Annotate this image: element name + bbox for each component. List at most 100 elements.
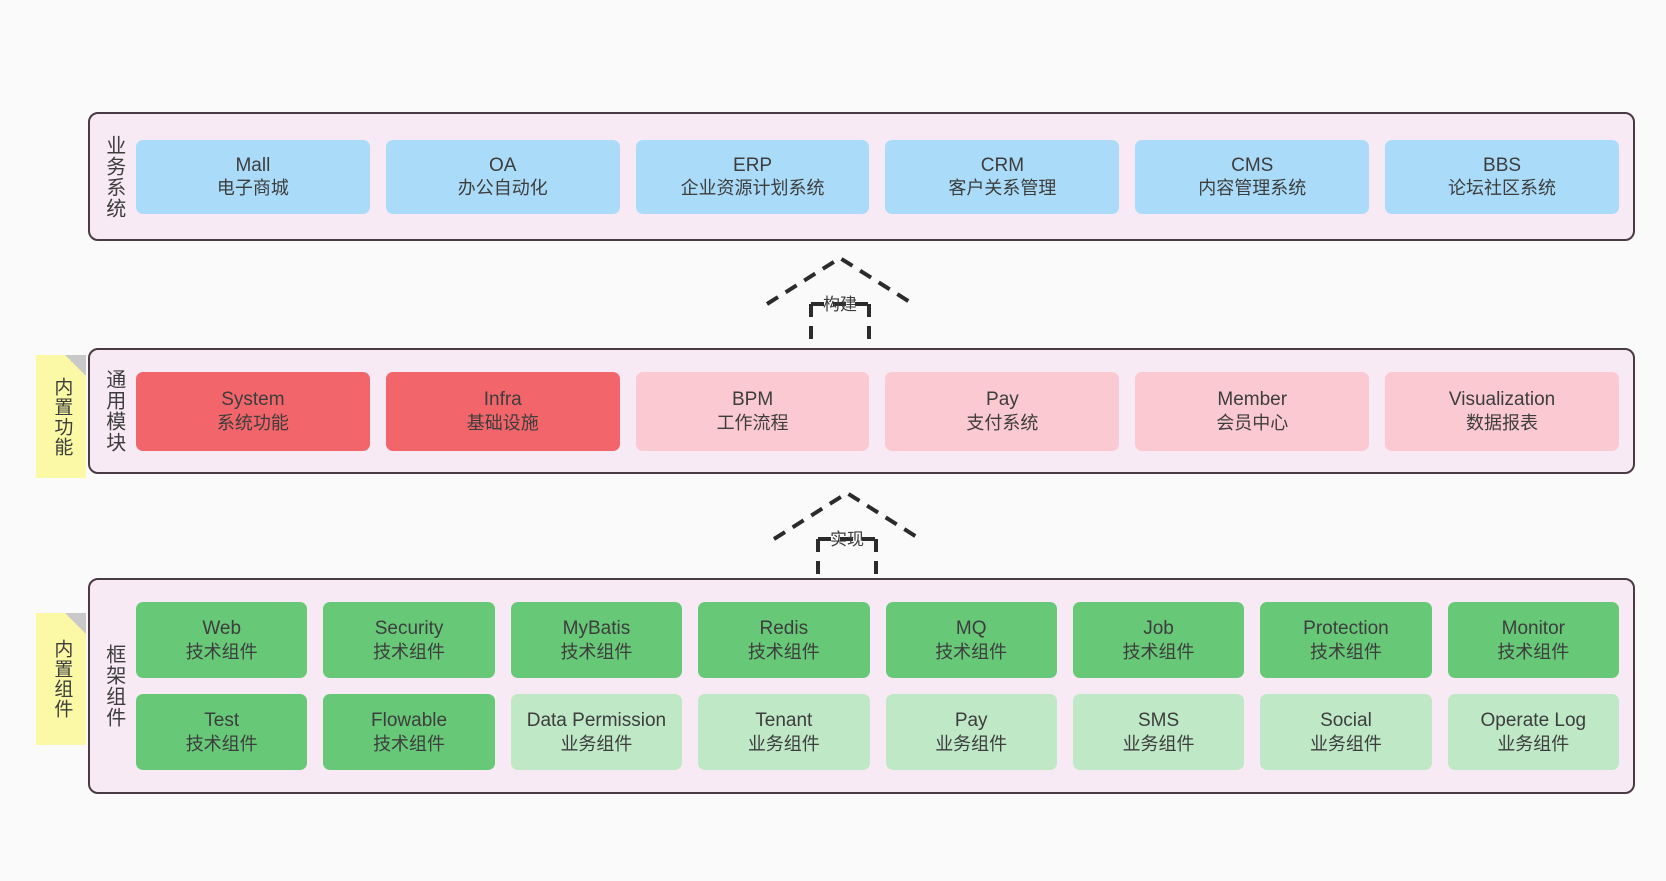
connector-implement: 实现 bbox=[762, 487, 932, 587]
card-system[interactable]: System 系统功能 bbox=[136, 371, 370, 451]
card-cms[interactable]: CMS 内容管理系统 bbox=[1135, 139, 1370, 214]
card-subtitle: 业务组件 bbox=[747, 733, 820, 754]
card-infra[interactable]: Infra 基础设施 bbox=[385, 371, 620, 451]
arrow-shaft-implement bbox=[816, 537, 878, 587]
card-subtitle: 业务组件 bbox=[1497, 733, 1570, 754]
card-subtitle: 技术组件 bbox=[747, 641, 820, 662]
card-subtitle: 企业资源计划系统 bbox=[680, 178, 825, 199]
card-tenant[interactable]: Tenant 业务组件 bbox=[698, 694, 870, 770]
card-subtitle: 系统功能 bbox=[216, 412, 289, 433]
sticky-note-builtin-features: 内置功能 bbox=[36, 355, 86, 478]
card-mall[interactable]: Mall 电子商城 bbox=[136, 139, 370, 214]
card-title: Infra bbox=[483, 389, 522, 411]
card-bpm[interactable]: BPM 工作流程 bbox=[635, 371, 870, 451]
arrow-shaft-build bbox=[809, 302, 871, 352]
card-subtitle: 技术组件 bbox=[1122, 641, 1195, 662]
card-subtitle: 内容管理系统 bbox=[1198, 178, 1307, 199]
card-title: Social bbox=[1320, 710, 1372, 732]
card-title: MQ bbox=[955, 618, 987, 640]
card-row: Web 技术组件 Security 技术组件 MyBatis 技术组件 Redi… bbox=[136, 602, 1619, 678]
card-subtitle: 技术组件 bbox=[1497, 641, 1570, 662]
card-pay-component[interactable]: Pay 业务组件 bbox=[885, 694, 1057, 770]
card-flowable[interactable]: Flowable 技术组件 bbox=[323, 694, 495, 770]
card-subtitle: 技术组件 bbox=[373, 641, 446, 662]
card-title: Pay bbox=[986, 389, 1019, 411]
arrowhead-build bbox=[765, 255, 915, 306]
card-monitor[interactable]: Monitor 技术组件 bbox=[1447, 602, 1619, 678]
card-subtitle: 技术组件 bbox=[373, 733, 446, 754]
card-title: BBS bbox=[1483, 154, 1522, 176]
page-fold-icon bbox=[65, 613, 86, 634]
card-title: Data Permission bbox=[526, 710, 667, 732]
card-title: Job bbox=[1143, 618, 1174, 640]
connector-label-implement: 实现 bbox=[830, 530, 864, 549]
band-body-framework: Web 技术组件 Security 技术组件 MyBatis 技术组件 Redi… bbox=[136, 580, 1633, 792]
card-title: Operate Log bbox=[1480, 710, 1587, 732]
card-subtitle: 业务组件 bbox=[1309, 733, 1382, 754]
card-mybatis[interactable]: MyBatis 技术组件 bbox=[510, 602, 683, 678]
card-title: System bbox=[221, 389, 285, 411]
card-social[interactable]: Social 业务组件 bbox=[1260, 694, 1432, 770]
card-operate-log[interactable]: Operate Log 业务组件 bbox=[1447, 694, 1619, 770]
card-title: Tenant bbox=[755, 710, 813, 732]
layer-band-business: 业务系统 Mall 电子商城 OA 办公自动化 ERP 企业资源计划系统 CRM… bbox=[88, 112, 1635, 241]
card-job[interactable]: Job 技术组件 bbox=[1072, 602, 1245, 678]
card-title: Test bbox=[204, 710, 240, 732]
card-subtitle: 办公自动化 bbox=[457, 178, 548, 199]
card-title: Pay bbox=[954, 710, 988, 732]
card-title: Monitor bbox=[1501, 618, 1565, 640]
card-crm[interactable]: CRM 客户关系管理 bbox=[885, 139, 1120, 214]
band-label-modules: 通用模块 bbox=[102, 369, 125, 453]
card-subtitle: 论坛社区系统 bbox=[1448, 178, 1557, 199]
card-title: Redis bbox=[759, 618, 809, 640]
card-title: Flowable bbox=[371, 710, 448, 732]
card-subtitle: 基础设施 bbox=[466, 412, 539, 433]
card-security[interactable]: Security 技术组件 bbox=[323, 602, 495, 678]
card-data-permission[interactable]: Data Permission 业务组件 bbox=[510, 694, 683, 770]
card-oa[interactable]: OA 办公自动化 bbox=[385, 139, 620, 214]
card-subtitle: 电子商城 bbox=[216, 178, 289, 199]
card-title: SMS bbox=[1137, 710, 1180, 732]
card-mq[interactable]: MQ 技术组件 bbox=[885, 602, 1057, 678]
card-web[interactable]: Web 技术组件 bbox=[136, 602, 308, 678]
card-title: BPM bbox=[731, 389, 774, 411]
page-fold-icon bbox=[65, 355, 86, 376]
card-title: Mall bbox=[235, 154, 271, 176]
card-pay-module[interactable]: Pay 支付系统 bbox=[885, 371, 1120, 451]
band-label-framework: 框架组件 bbox=[102, 644, 125, 728]
card-row: Test 技术组件 Flowable 技术组件 Data Permission … bbox=[136, 694, 1619, 770]
card-title: ERP bbox=[733, 154, 773, 176]
card-test[interactable]: Test 技术组件 bbox=[136, 694, 308, 770]
sticky-note-label: 内置功能 bbox=[51, 376, 73, 457]
card-title: Protection bbox=[1303, 618, 1389, 640]
card-title: MyBatis bbox=[562, 618, 631, 640]
card-visualization[interactable]: Visualization 数据报表 bbox=[1385, 371, 1619, 451]
card-subtitle: 业务组件 bbox=[560, 733, 633, 754]
card-member[interactable]: Member 会员中心 bbox=[1135, 371, 1370, 451]
card-row: Mall 电子商城 OA 办公自动化 ERP 企业资源计划系统 CRM 客户关系… bbox=[136, 139, 1619, 214]
card-subtitle: 会员中心 bbox=[1216, 412, 1289, 433]
card-subtitle: 业务组件 bbox=[935, 733, 1008, 754]
arrowhead-implement bbox=[772, 490, 922, 541]
card-protection[interactable]: Protection 技术组件 bbox=[1260, 602, 1432, 678]
card-sms[interactable]: SMS 业务组件 bbox=[1072, 694, 1245, 770]
card-subtitle: 工作流程 bbox=[716, 412, 789, 433]
card-redis[interactable]: Redis 技术组件 bbox=[698, 602, 870, 678]
card-title: Visualization bbox=[1448, 389, 1556, 411]
card-title: Member bbox=[1217, 389, 1288, 411]
sticky-note-label: 内置组件 bbox=[51, 639, 73, 719]
card-bbs[interactable]: BBS 论坛社区系统 bbox=[1385, 139, 1619, 214]
card-title: Security bbox=[374, 618, 444, 640]
card-subtitle: 技术组件 bbox=[1309, 641, 1382, 662]
layer-band-framework: 框架组件 Web 技术组件 Security 技术组件 MyBatis 技术组件… bbox=[88, 578, 1635, 794]
card-title: Web bbox=[202, 618, 242, 640]
card-erp[interactable]: ERP 企业资源计划系统 bbox=[635, 139, 870, 214]
card-subtitle: 技术组件 bbox=[185, 733, 258, 754]
card-subtitle: 技术组件 bbox=[185, 641, 258, 662]
band-body-modules: System 系统功能 Infra 基础设施 BPM 工作流程 Pay 支付系统… bbox=[136, 350, 1633, 472]
card-title: CRM bbox=[980, 154, 1025, 176]
band-label-business: 业务系统 bbox=[102, 134, 125, 219]
sticky-note-builtin-components: 内置组件 bbox=[36, 613, 86, 745]
card-subtitle: 业务组件 bbox=[1122, 733, 1195, 754]
